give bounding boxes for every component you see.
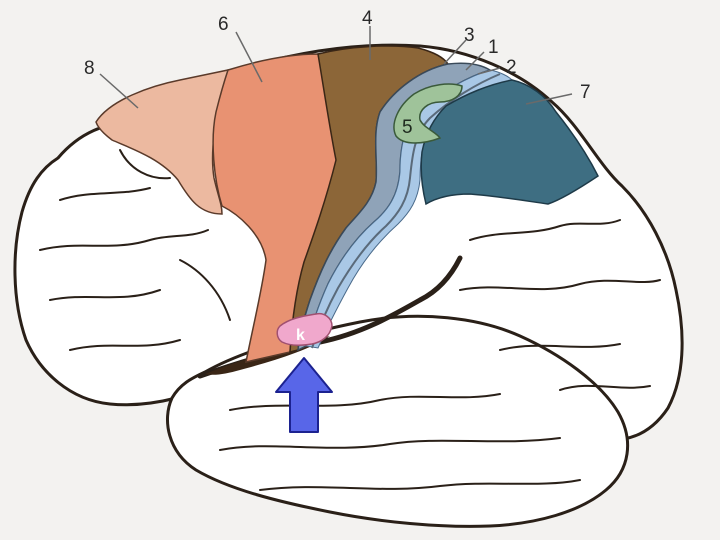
area-k <box>276 312 333 347</box>
area-5 <box>393 83 463 144</box>
area-7 <box>420 79 599 206</box>
label-1: 1 <box>488 37 499 58</box>
postcentral-sulcus <box>311 73 501 349</box>
leader-lines <box>99 26 573 109</box>
area-8 <box>95 69 229 215</box>
arrow-up-icon <box>275 357 333 433</box>
label-5: 5 <box>402 117 413 138</box>
label-2: 2 <box>506 57 517 78</box>
cortex-sulci <box>39 149 661 491</box>
temporal-lobe <box>165 314 630 528</box>
label-3: 3 <box>464 25 475 46</box>
label-8: 8 <box>84 58 95 79</box>
label-k: k <box>296 327 305 344</box>
label-4: 4 <box>362 8 373 29</box>
label-6: 6 <box>218 14 229 35</box>
label-7: 7 <box>580 82 591 103</box>
